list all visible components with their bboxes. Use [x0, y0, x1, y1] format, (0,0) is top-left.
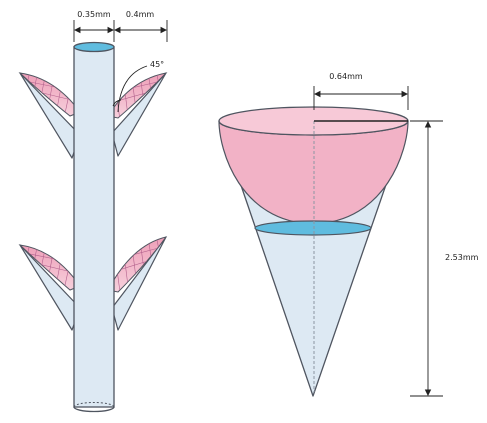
height-dimension	[410, 120, 443, 397]
angle-label: 45°	[150, 60, 164, 69]
fin-upper-left	[18, 72, 81, 159]
fin-lower-right	[107, 236, 168, 331]
rod-spacing-label: 0.4mm	[126, 10, 155, 19]
rod-diameter-dimension	[73, 20, 168, 42]
rod-diameter-label: 0.35mm	[77, 10, 111, 19]
rod-assembly: 0.35mm 0.4mm 45°	[18, 10, 168, 413]
cone-height-label: 2.53mm	[445, 253, 479, 262]
blue-disk	[254, 220, 372, 236]
rod	[73, 41, 115, 413]
angle-annotation	[112, 65, 148, 113]
cone-radius-label: 0.64mm	[329, 72, 363, 81]
cone-assembly: 0.64mm 2.53mm	[218, 72, 479, 397]
fin-upper-right	[107, 72, 168, 157]
fin-lower-left	[18, 244, 81, 331]
rod-top-cap	[73, 41, 115, 53]
radius-dimension	[313, 86, 409, 110]
